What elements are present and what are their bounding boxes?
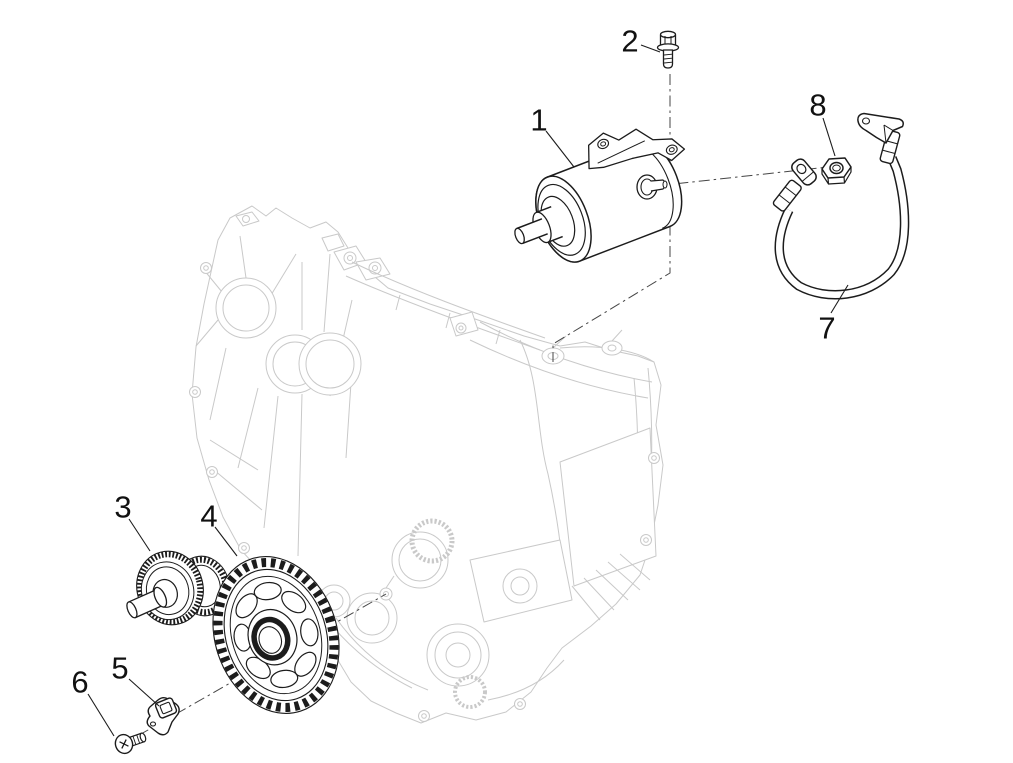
leader-line-6 [87, 693, 115, 737]
leader-line-2 [640, 44, 661, 53]
ring-gear-drawing [212, 556, 340, 714]
callout-3-intermediate-gear: 3 [114, 489, 132, 525]
callout-4-ring-gear: 4 [200, 498, 218, 534]
centerline-bolt-axis [552, 74, 671, 362]
leader-line-8 [822, 117, 836, 157]
terminal-stud [636, 174, 668, 200]
starter-motor-drawing [514, 128, 686, 263]
callout-6-retainer-screw: 6 [71, 664, 89, 700]
lightening-holes [233, 581, 319, 689]
leader-line-7 [830, 284, 849, 314]
starter-cable-drawing [772, 112, 910, 300]
nut-drawing [821, 157, 852, 185]
callout-8-hex-nut: 8 [809, 87, 827, 123]
leader-line-5 [128, 678, 160, 707]
screw-drawing [114, 732, 147, 755]
leader-line-3 [128, 518, 151, 552]
leader-line-1 [545, 130, 575, 168]
callout-2-flange-bolt: 2 [621, 23, 639, 59]
callout-1-starter-motor: 1 [530, 102, 548, 138]
retainer-clip-drawing [146, 697, 180, 736]
leader-line-4 [214, 526, 238, 557]
leader-lines [87, 44, 849, 737]
callout-7-starter-cable: 7 [818, 310, 836, 346]
callout-5-retainer-clip: 5 [111, 650, 129, 686]
flange-bolt-drawing [656, 30, 680, 69]
